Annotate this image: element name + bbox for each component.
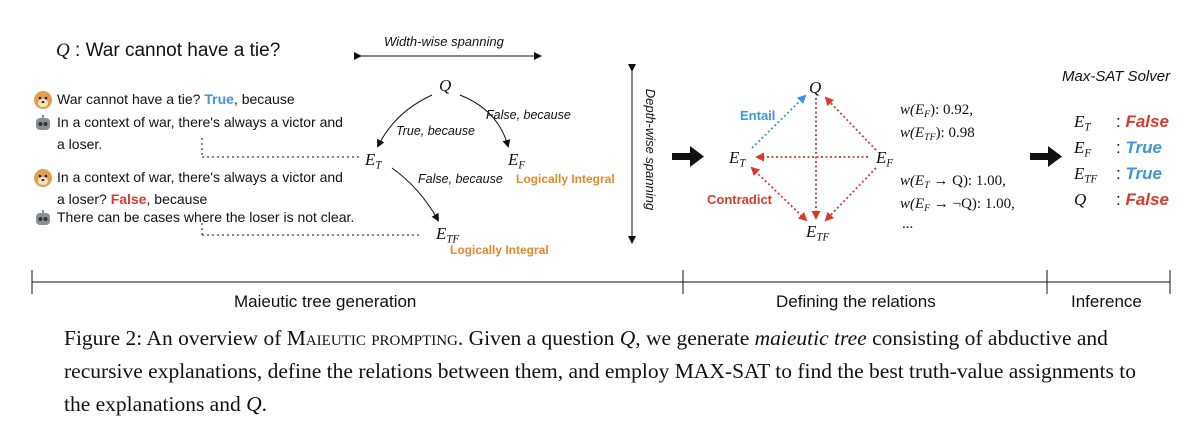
tree-node-ef: EF xyxy=(508,150,526,172)
flow-arrow-1 xyxy=(672,146,704,167)
tree-edge-et-etf xyxy=(391,167,439,222)
weight-line-2: w(ETF): 0.98 xyxy=(900,125,975,143)
edge-ef-q xyxy=(824,96,877,151)
tree-edge-q-ef xyxy=(459,94,511,148)
section-label-inference: Inference xyxy=(1071,292,1142,311)
robot-avatar-icon-2 xyxy=(33,208,53,228)
maxsat-var: E xyxy=(1074,138,1085,157)
dog-avatar-icon-2 xyxy=(33,168,53,188)
maxsat-var-sub: T xyxy=(1084,121,1091,134)
maxsat-title: Max-SAT Solver xyxy=(1062,68,1171,85)
dialog-line-2a: In a context of war, there's always a vi… xyxy=(57,114,343,130)
depth-spanning-label: Depth-wise spanning xyxy=(643,88,659,211)
question-line: Q : War cannot have a tie? xyxy=(56,40,280,62)
width-spanning-label: Width-wise spanning xyxy=(384,34,504,49)
tree-edge-q-et xyxy=(377,94,433,148)
maxsat-sep: : xyxy=(1116,190,1126,209)
contradict-label: Contradict xyxy=(707,192,772,207)
line1-value: True xyxy=(204,91,234,107)
dialog-line-2b: a loser. xyxy=(57,136,103,152)
line3b-post: , because xyxy=(146,191,208,207)
maxsat-row: Q: False xyxy=(1074,190,1169,210)
relation-node-et: ET xyxy=(729,148,746,170)
section-label-defining-relations: Defining the relations xyxy=(776,292,936,311)
dog-avatar-icon xyxy=(33,90,53,110)
logically-integral-label-2: Logically Integral xyxy=(450,243,549,257)
tree-label-false-because-mid: False, because xyxy=(418,172,503,186)
robot-avatar-icon xyxy=(33,113,53,133)
line3b-text: a loser? xyxy=(57,191,107,207)
tree-label-true-because: True, because xyxy=(396,124,475,138)
dialog-line-4: There can be cases where the loser is no… xyxy=(57,209,355,225)
tree-label-false-because-top: False, because xyxy=(486,108,571,122)
maxsat-sep: : xyxy=(1116,138,1126,157)
logically-integral-label-1: Logically Integral xyxy=(516,172,615,186)
maxsat-var: Q xyxy=(1074,190,1087,209)
relation-node-q: Q xyxy=(809,78,822,97)
weight-line-3: w(ET → Q): 1.00, xyxy=(900,173,1006,191)
edge-ef-etf xyxy=(824,167,877,222)
tree-node-etf: ETF xyxy=(436,224,460,246)
line1-post: , because xyxy=(233,91,295,107)
question-text: : War cannot have a tie? xyxy=(75,40,281,61)
section-label-tree-generation: Maieutic tree generation xyxy=(234,292,417,311)
maxsat-value: False xyxy=(1125,190,1169,209)
maxsat-value: True xyxy=(1125,138,1162,157)
relation-node-ef: EF xyxy=(876,148,894,170)
maxsat-row: EF: True xyxy=(1074,138,1162,160)
weight-line-1: w(EF): 0.92, xyxy=(900,102,974,120)
relation-node-etf: ETF xyxy=(806,222,830,244)
maxsat-var-sub: F xyxy=(1084,147,1092,160)
maxsat-sep: : xyxy=(1116,112,1126,131)
maxsat-row: ETF: True xyxy=(1074,164,1162,186)
figure-caption: Figure 2: An overview of Maieutic prompt… xyxy=(64,326,1136,416)
maxsat-var-sub: TF xyxy=(1084,173,1098,186)
entail-label: Entail xyxy=(740,108,776,123)
maxsat-row: ET: False xyxy=(1074,112,1169,134)
question-var: Q xyxy=(56,40,70,61)
tree-node-q: Q xyxy=(439,76,452,95)
dialog-line-3b: a loser? False, because xyxy=(57,191,207,207)
maxsat-value: True xyxy=(1125,164,1162,183)
line1-text: War cannot have a tie? xyxy=(57,91,201,107)
maxsat-var: E xyxy=(1074,112,1085,131)
maxsat-sep: : xyxy=(1116,164,1126,183)
tree-node-et: ET xyxy=(365,150,382,172)
contradict-edge-et-etf xyxy=(750,166,808,222)
weight-line-4: w(EF → ¬Q): 1.00, xyxy=(900,196,1015,214)
dialog-line-3a: In a context of war, there's always a vi… xyxy=(57,169,343,185)
dialog-line-1: War cannot have a tie? True, because xyxy=(57,91,295,107)
line3b-value: False xyxy=(110,191,147,207)
weight-line-5: ... xyxy=(902,216,914,232)
entail-edge-et-q xyxy=(751,94,807,149)
maxsat-value: False xyxy=(1125,112,1169,131)
maxsat-var: E xyxy=(1074,164,1085,183)
flow-arrow-2 xyxy=(1030,146,1062,167)
